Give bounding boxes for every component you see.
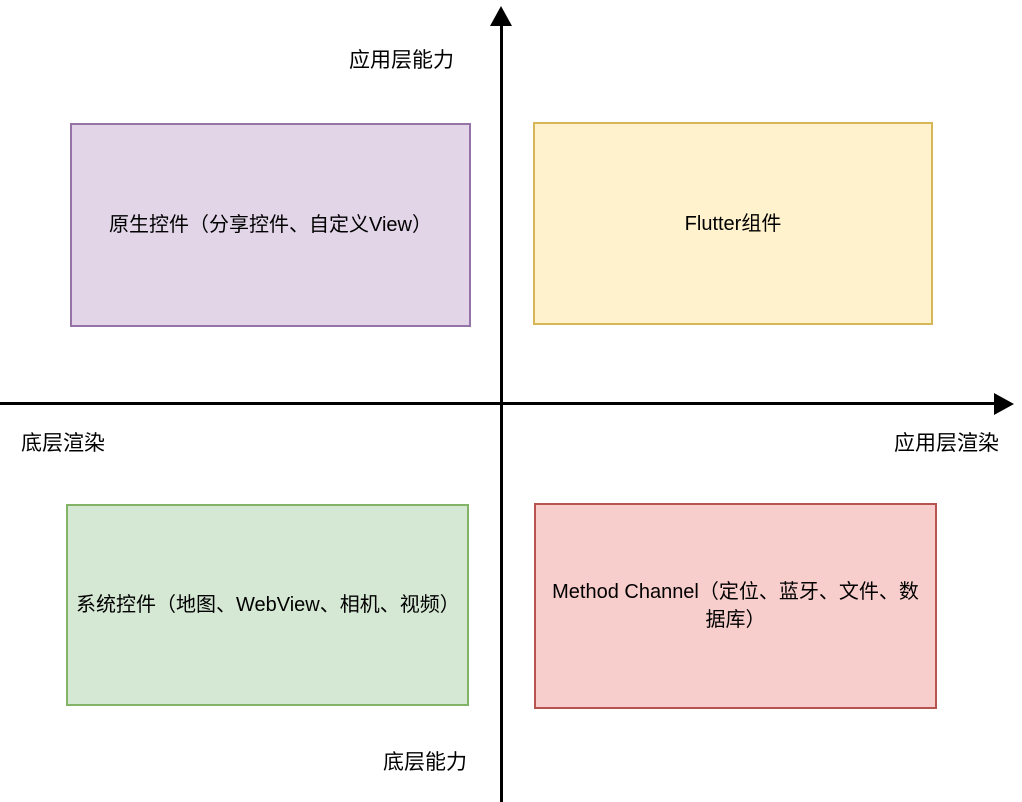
axis-label-bottom: 底层能力 <box>383 751 467 774</box>
quadrant-box-flutter-widgets[interactable]: Flutter组件 <box>533 122 933 325</box>
vertical-axis-arrowhead-icon <box>490 6 512 26</box>
quadrant-label-method-channel: Method Channel（定位、蓝牙、文件、数据库） <box>552 581 919 631</box>
axis-label-top: 应用层能力 <box>349 49 454 72</box>
quadrant-box-system-widgets[interactable]: 系统控件（地图、WebView、相机、视频） <box>66 504 469 706</box>
axis-label-left: 底层渲染 <box>21 432 105 455</box>
quadrant-label-native-widgets: 原生控件（分享控件、自定义View） <box>109 214 432 236</box>
axis-label-right: 应用层渲染 <box>894 432 999 455</box>
quadrant-box-native-widgets[interactable]: 原生控件（分享控件、自定义View） <box>70 123 471 327</box>
quadrant-label-flutter-widgets: Flutter组件 <box>684 212 782 235</box>
horizontal-axis-line <box>0 402 1000 405</box>
quadrant-box-method-channel[interactable]: Method Channel（定位、蓝牙、文件、数据库） <box>534 503 937 709</box>
vertical-axis-line <box>500 22 503 802</box>
horizontal-axis-arrowhead-icon <box>994 393 1014 415</box>
quadrant-label-system-widgets: 系统控件（地图、WebView、相机、视频） <box>76 594 460 616</box>
